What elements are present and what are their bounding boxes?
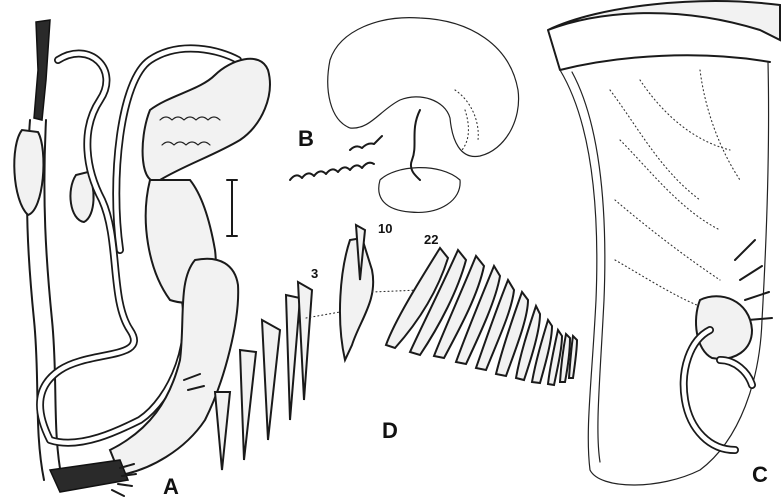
figure-a-reproductive-system [14,20,270,496]
label-a: A [163,474,179,499]
figure-c-organ [548,1,780,485]
label-tooth-10: 10 [378,221,392,236]
label-d: D [382,418,398,443]
figure-b-organ [290,18,519,213]
label-tooth-3: 3 [311,266,318,281]
label-b: B [298,126,314,151]
label-c: C [752,462,768,487]
label-tooth-22: 22 [424,232,438,247]
